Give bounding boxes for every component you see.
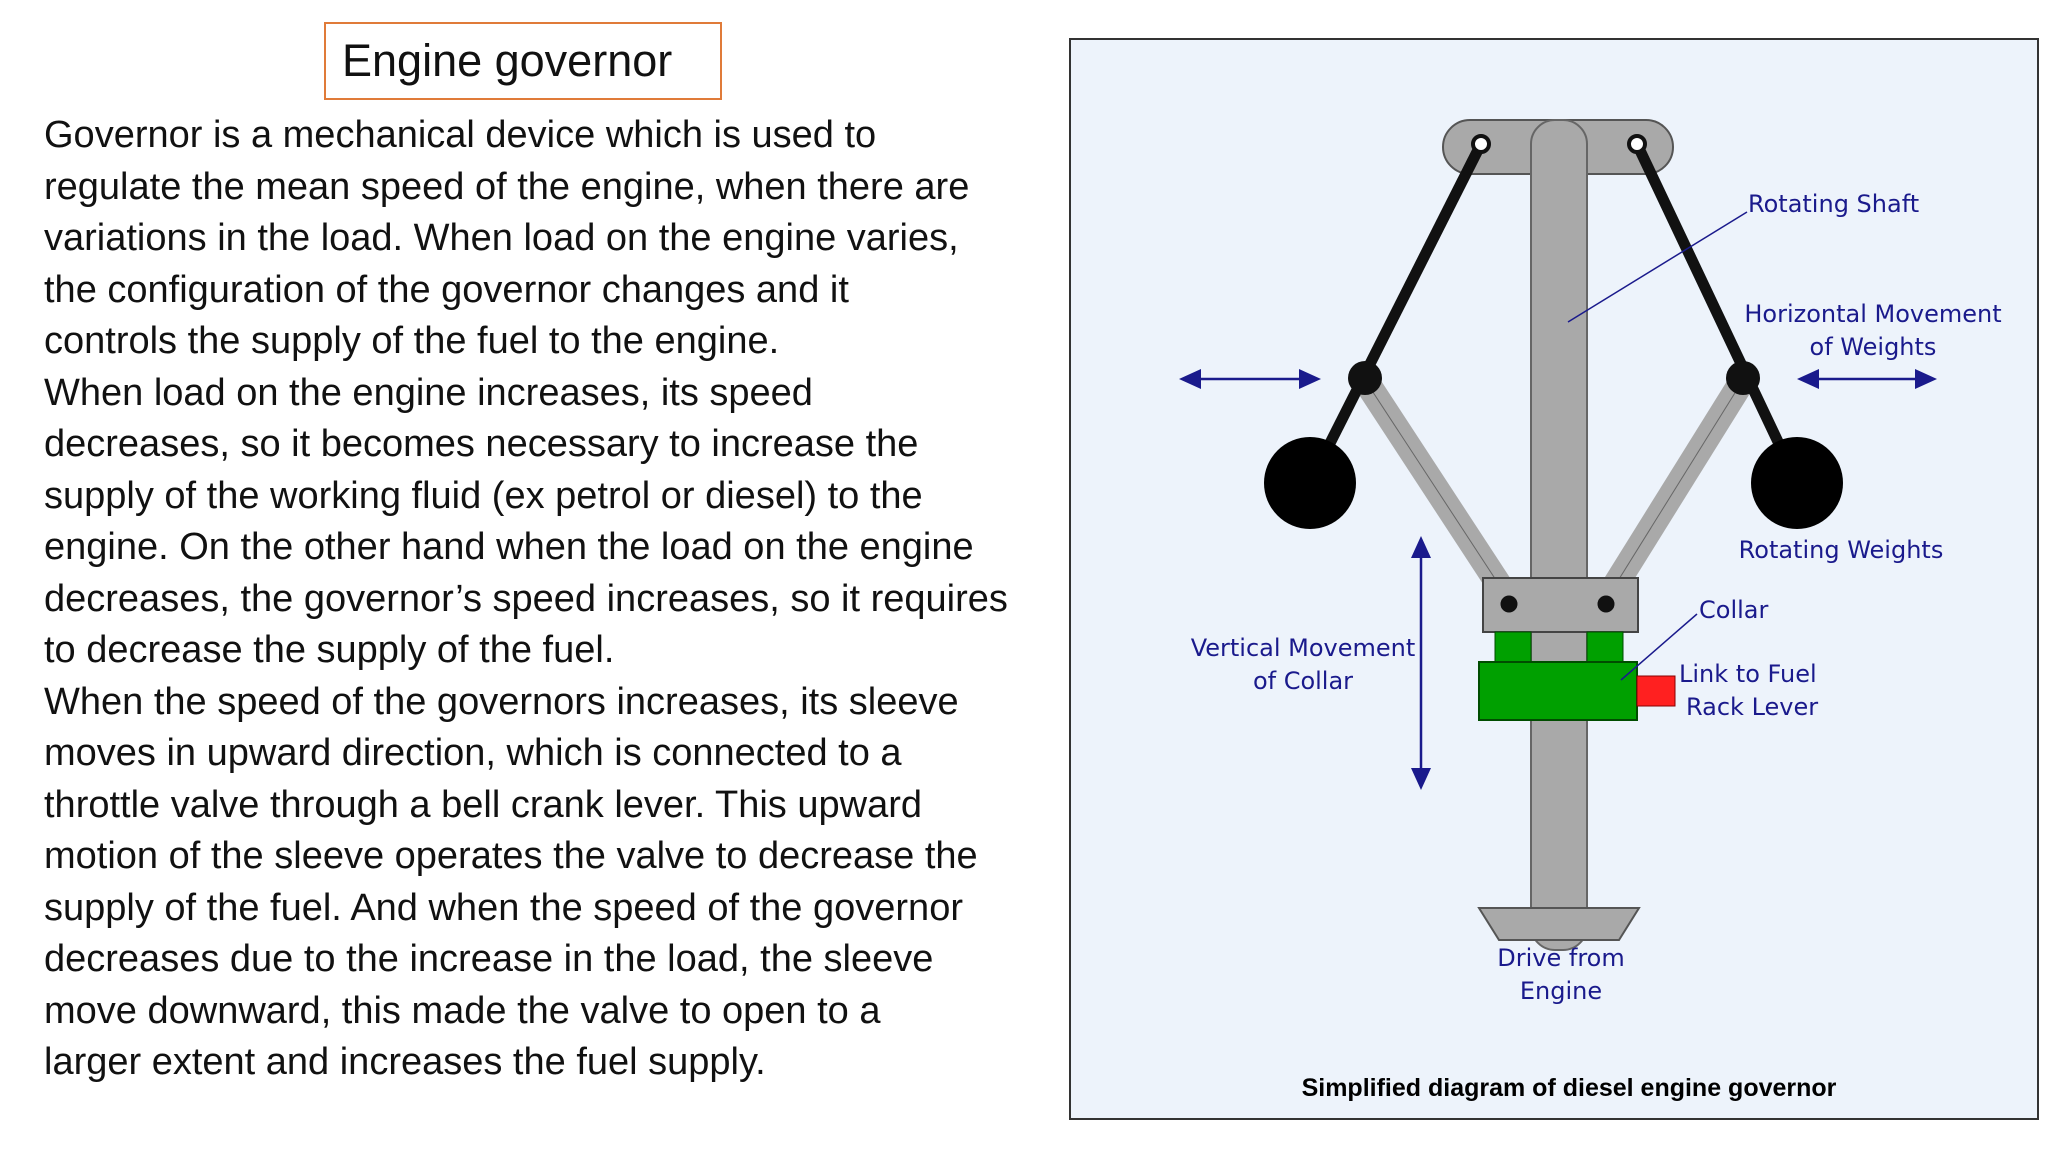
collar-right-post — [1586, 631, 1624, 663]
body-line: decreases, so it becomes necessary to in… — [44, 423, 919, 465]
body-line: When the speed of the governors increase… — [44, 680, 959, 723]
label-engine: Engine — [1520, 977, 1602, 1005]
body-line: to decrease the supply of the fuel. — [44, 629, 615, 671]
body-line: moves in upward direction, which is conn… — [44, 732, 902, 774]
label-drive-from: Drive from — [1497, 944, 1624, 972]
label-rotating-shaft: Rotating Shaft — [1748, 190, 1919, 218]
left-top-pivot — [1471, 134, 1491, 154]
vertical-arrow-head-up — [1411, 536, 1431, 558]
governor-diagram-svg: Rotating Shaft Horizontal Movement of We… — [1179, 119, 2002, 1102]
rotating-shaft — [1530, 119, 1588, 951]
collar-leader — [1620, 613, 1698, 681]
vertical-arrow-head-down — [1411, 768, 1431, 790]
body-line: engine. On the other hand when the load … — [44, 526, 974, 568]
slide-title-text: Engine governor — [342, 35, 673, 86]
right-collar-pivot — [1597, 595, 1615, 613]
right-top-pivot — [1627, 134, 1647, 154]
body-line: decreases, the governor’s speed increase… — [44, 577, 1008, 620]
body-line: Governor is a mechanical device which is… — [44, 114, 877, 156]
body-line: When load on the engine increases, its s… — [44, 371, 813, 414]
label-vertical-movement-2: of Collar — [1253, 667, 1353, 695]
body-line: controls the supply of the fuel to the e… — [44, 320, 780, 362]
label-rotating-weights: Rotating Weights — [1739, 536, 1944, 564]
left-arm — [1314, 141, 1486, 468]
label-link-to-fuel: Link to Fuel — [1679, 660, 1817, 688]
left-lower-link-edge — [1364, 379, 1510, 601]
body-line: supply of the working fluid (ex petrol o… — [44, 474, 923, 517]
body-line: variations in the load. When load on the… — [44, 217, 959, 259]
body-line: throttle valve through a bell crank leve… — [44, 783, 922, 826]
diagram-caption: Simplified diagram of diesel engine gove… — [1302, 1074, 1837, 1102]
label-rack-lever: Rack Lever — [1686, 693, 1818, 721]
label-collar: Collar — [1699, 596, 1768, 624]
body-line: the configuration of the governor change… — [44, 268, 849, 311]
left-elbow-pivot — [1348, 361, 1382, 395]
governor-diagram: Rotating Shaft Horizontal Movement of We… — [1069, 38, 2039, 1120]
right-arm — [1632, 141, 1794, 468]
right-arrow-head-left — [1797, 369, 1819, 389]
collar — [1478, 661, 1638, 721]
right-elbow-pivot — [1726, 361, 1760, 395]
left-rotating-weight — [1264, 437, 1356, 529]
body-line: move downward, this made the valve to op… — [44, 989, 881, 1032]
collar-left-post — [1494, 631, 1532, 663]
right-arrow-head-right — [1915, 369, 1937, 389]
right-rotating-weight — [1751, 437, 1843, 529]
body-line: regulate the mean speed of the engine, w… — [44, 165, 970, 208]
body-text: Governor is a mechanical device which is… — [44, 110, 1044, 1089]
left-arrow-head-left — [1179, 369, 1201, 389]
right-lower-link-edge — [1605, 379, 1744, 601]
fuel-link-block — [1636, 675, 1676, 707]
slide-title: Engine governor — [324, 22, 722, 100]
body-line: motion of the sleeve operates the valve … — [44, 835, 978, 877]
label-horizontal-movement-1: Horizontal Movement — [1744, 300, 2001, 328]
rotating-shaft-leader — [1567, 211, 1748, 323]
label-horizontal-movement-2: of Weights — [1810, 333, 1937, 361]
left-collar-pivot — [1500, 595, 1518, 613]
body-line: supply of the fuel. And when the speed o… — [44, 886, 963, 929]
body-line: decreases due to the increase in the loa… — [44, 938, 934, 980]
label-vertical-movement-1: Vertical Movement — [1191, 634, 1416, 662]
body-line: larger extent and increases the fuel sup… — [44, 1041, 766, 1083]
drive-base — [1477, 907, 1641, 941]
left-arrow-head-right — [1299, 369, 1321, 389]
